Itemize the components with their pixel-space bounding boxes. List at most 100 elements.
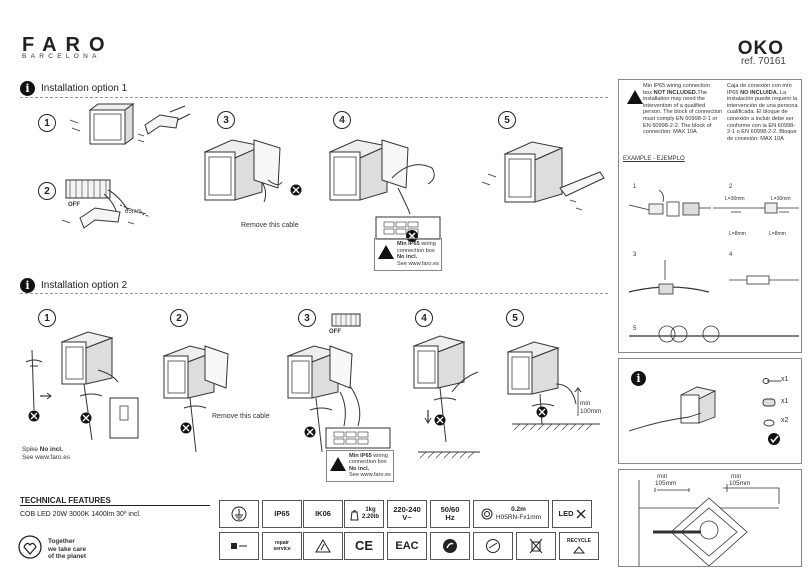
warning-es-rest: instalación puede requerir la intervenci… <box>727 96 798 142</box>
weight-lb: 2.20lb <box>361 514 379 520</box>
divider <box>20 97 608 98</box>
box-note-1-min: Min IP65 <box>397 241 420 247</box>
cable-type: H05RN-Fx1mm <box>495 514 542 521</box>
step-2-1: 1 <box>38 309 56 327</box>
part-qty-2: x1 <box>781 398 789 405</box>
coil-icon <box>481 508 493 520</box>
part-qty-3: x2 <box>781 417 789 424</box>
step-2-5: 5 <box>506 309 524 327</box>
dim-min-b: min <box>731 473 742 480</box>
step-1-4: 4 <box>333 111 351 129</box>
repair-l1: repair <box>275 540 289 546</box>
ce-mark-icon: CE <box>344 532 384 560</box>
parts-illustration <box>628 378 781 445</box>
planet-icon <box>18 535 42 559</box>
box-note-2-box: connection box <box>349 459 387 466</box>
box-note-2-see: See www.faro.es <box>349 472 391 479</box>
remove-cable-label-2: Remove this cable <box>212 413 270 420</box>
mm100-label: 100mm <box>580 408 602 415</box>
example-4: 4 <box>729 252 733 258</box>
wiring-panel: Min IP65 wiring connection box NOT INCLU… <box>618 79 802 353</box>
example-title: EXAMPLE - EJEMPLO <box>623 156 685 162</box>
warning-en-l2c: The <box>697 89 708 96</box>
recycle-label: RECYCLE <box>567 538 591 544</box>
section-title-1: Installation option 1 <box>41 83 128 94</box>
planet-l2: we take care <box>48 545 87 553</box>
info-icon: i <box>20 81 35 96</box>
dimension-illustration <box>638 480 780 566</box>
tech-text: COB LED 20W 3000K 1400lm 30º incl. <box>20 511 141 518</box>
dimension-panel: min 105mm min 105mm <box>618 469 802 567</box>
box-note-1-box: connection box <box>397 247 435 254</box>
freq-value: 50/60 <box>440 505 460 514</box>
warning-es-l1: Caja de conexión con mín <box>727 83 792 89</box>
section-header-1: i Installation option 1 <box>20 81 127 96</box>
step-1-2: 2 <box>38 182 56 200</box>
earth-class-icon <box>219 500 259 528</box>
l8-a: L=8mm <box>729 231 746 237</box>
voltage-unit: V~ <box>402 513 412 522</box>
brand-sub: BARCELONA <box>22 53 101 60</box>
off-label-1: OFF <box>68 202 80 208</box>
product-title: OKO <box>737 38 784 59</box>
info-icon: i <box>20 278 35 293</box>
rohs-icon <box>430 532 470 560</box>
connection-box-note-2: Min IP65 wiring connection box No incl. … <box>326 450 394 482</box>
parts-panel: i x1 x1 x2 <box>618 358 802 464</box>
warning-en-rest: installation may need the intervention o… <box>643 96 723 136</box>
warning-es: Caja de conexión con mín IP65 NO INCLUID… <box>727 83 799 142</box>
weight-glyph-icon <box>350 509 359 520</box>
recycle-icon: RECYCLE <box>559 532 599 560</box>
warning-en-l2a: box <box>643 89 654 96</box>
dim-105-a: 105mm <box>655 480 677 487</box>
option1-illustration <box>61 103 605 242</box>
step-1-3: 3 <box>217 111 235 129</box>
spike-see: See www.faro.es <box>22 454 70 461</box>
step-2-2: 2 <box>170 309 188 327</box>
cross-icon <box>576 509 585 519</box>
product-ref: ref. 70161 <box>740 56 786 67</box>
freq-unit: Hz <box>445 513 455 522</box>
step-1-1: 1 <box>38 114 56 132</box>
dim-min-a: min <box>657 473 668 480</box>
box-note-2-wiring: wiring <box>371 453 388 459</box>
min100-label: min 100mm <box>580 400 601 416</box>
example-1: 1 <box>633 184 637 190</box>
cert-icon <box>473 532 513 560</box>
warning-icon <box>378 245 394 259</box>
warning-es-l2b: NO INCLUIDA. <box>740 89 779 96</box>
eac-mark-icon: EAC <box>387 532 427 560</box>
step-1-5: 5 <box>498 111 516 129</box>
example-3: 3 <box>633 252 637 258</box>
box-note-2-min: Min IP65 <box>349 453 372 459</box>
planet-text: Together we take care of the planet <box>48 538 86 561</box>
warning-icon <box>627 90 643 104</box>
part-qty-1: x1 <box>781 376 789 383</box>
tech-divider <box>20 505 210 506</box>
warning-en: Min IP65 wiring connection box NOT INCLU… <box>643 83 725 136</box>
warning-es-l2a: IP65 <box>727 89 741 96</box>
esd-icon <box>303 532 343 560</box>
led-non-replaceable-icon: LED <box>552 500 592 528</box>
spike-label: Spike <box>22 446 40 453</box>
example-2: 2 <box>729 184 733 190</box>
mm65-label: 65mm <box>125 209 142 215</box>
led-label: LED <box>558 509 574 518</box>
box-note-1-see: See www.faro.es <box>397 260 439 267</box>
warning-es-l2c: La <box>778 89 787 96</box>
box-note-2-noincl: No incl. <box>349 465 370 472</box>
remote-icon <box>219 532 259 560</box>
l30-b: L=30mm <box>771 196 791 202</box>
brand-logo: FARO <box>22 34 114 56</box>
warning-icon <box>330 457 346 471</box>
option2-illustration <box>25 313 600 459</box>
l30-a: L=30mm <box>725 196 745 202</box>
ip-rating-icon: IP65 <box>262 500 302 528</box>
planet-l1: Together <box>48 538 75 545</box>
connection-box-note-1: Min IP65 wiring connection box No incl. … <box>374 238 442 271</box>
warning-en-l2b: NOT INCLUDED. <box>653 89 698 96</box>
step-2-3: 3 <box>298 309 316 327</box>
